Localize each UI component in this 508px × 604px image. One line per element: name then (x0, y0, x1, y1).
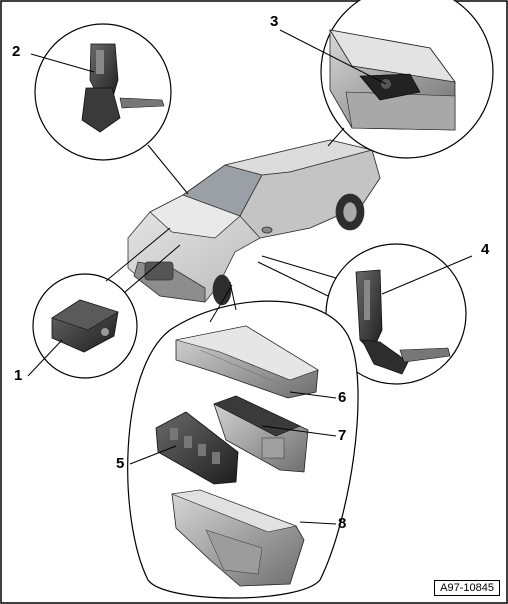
detail-oval-5-8 (127, 281, 359, 599)
bracket-part-8 (170, 489, 305, 587)
sensor-part-2 (81, 43, 165, 133)
callout-3: 3 (270, 13, 279, 30)
callout-1: 1 (14, 367, 23, 384)
reference-code: A97-10845 (434, 580, 500, 596)
fuse-box-part-5 (155, 411, 239, 485)
car-side (239, 149, 381, 239)
battery-part-3 (329, 29, 456, 131)
car-illustration (127, 139, 381, 306)
callout-2: 2 (12, 43, 21, 60)
detail-circle-2 (30, 23, 189, 195)
detail-circle-4 (257, 243, 473, 385)
detail-circle-1 (27, 227, 181, 379)
callout-5: 5 (116, 455, 125, 472)
front-wheel (212, 274, 232, 306)
relay-part-7 (213, 395, 309, 473)
callout-4: 4 (481, 241, 490, 258)
sensor-part-4 (355, 269, 451, 375)
module-part-1 (51, 299, 119, 353)
callout-7: 7 (338, 427, 347, 444)
grille (144, 261, 174, 281)
callout-8: 8 (338, 515, 347, 532)
housing-part-6 (175, 325, 319, 399)
mirror (261, 226, 273, 234)
callout-6: 6 (338, 389, 347, 406)
detail-circle-3 (279, 0, 494, 159)
hood (149, 194, 241, 239)
